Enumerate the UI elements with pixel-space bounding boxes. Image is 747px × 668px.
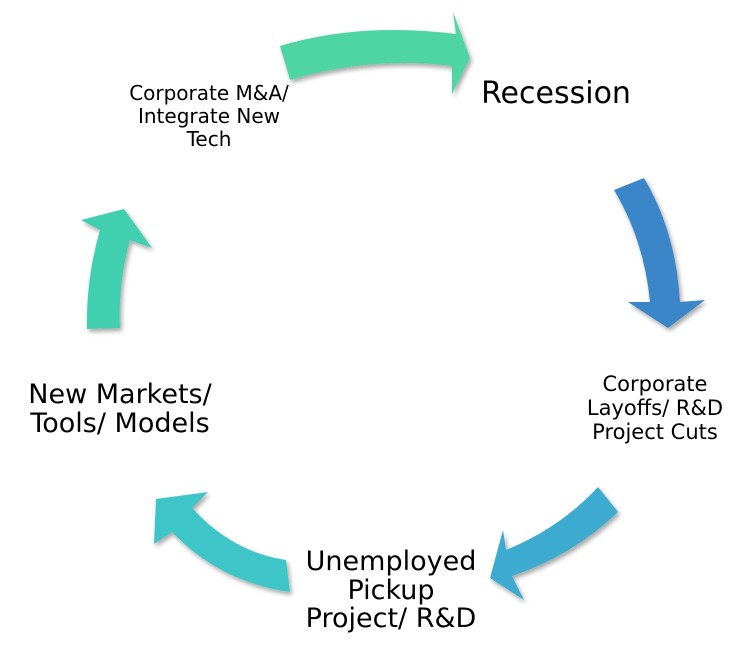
arrow-ma-to-recession xyxy=(280,12,470,94)
arrow-recession-to-layoffs xyxy=(614,178,705,328)
node-corporate-ma: Corporate M&A/ Integrate New Tech xyxy=(129,81,289,151)
node-corporate-layoffs: Corporate Layoffs/ R&D Project Cuts xyxy=(586,372,724,445)
arrow-layoffs-to-unemployed xyxy=(490,487,618,600)
arrow-new-markets-to-ma xyxy=(81,209,152,329)
node-new-markets: New Markets/ Tools/ Models xyxy=(28,379,212,440)
node-unemployed-pickup: Unemployed Pickup Project/ R&D xyxy=(305,546,477,635)
node-recession: Recession xyxy=(481,76,631,111)
arrow-unemployed-to-new-markets xyxy=(154,492,290,592)
